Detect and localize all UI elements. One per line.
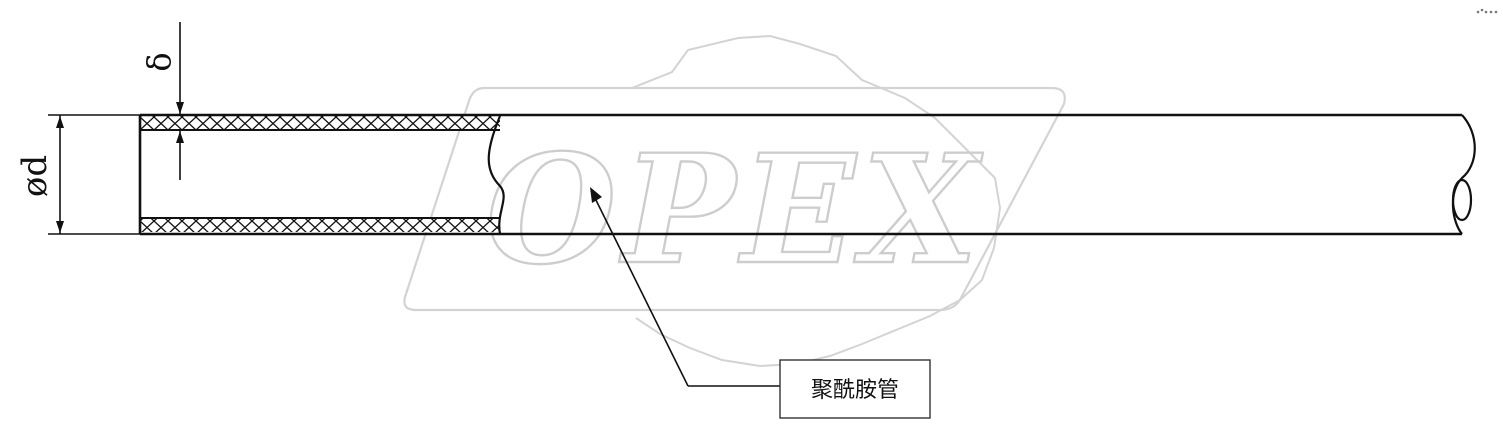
watermark-plate-shape [403,86,1066,312]
tube-section-walls [140,116,500,232]
thickness-label: δ [140,52,178,71]
callout-box [779,359,931,419]
diameter-label: ød [15,155,55,197]
tube-top-wall-hatch [140,116,500,130]
tube-bottom-wall-hatch [140,218,500,232]
tube-outline [138,113,1476,236]
watermark-text: OPEX [486,122,984,298]
callout-leader [590,187,780,387]
corner-dots-icon [1476,8,1498,14]
diameter-dimension [48,114,140,235]
thickness-dimension [176,22,184,180]
callout-label: 聚酰胺管 [811,378,899,403]
watermark-logo: OPEX [403,34,1066,368]
